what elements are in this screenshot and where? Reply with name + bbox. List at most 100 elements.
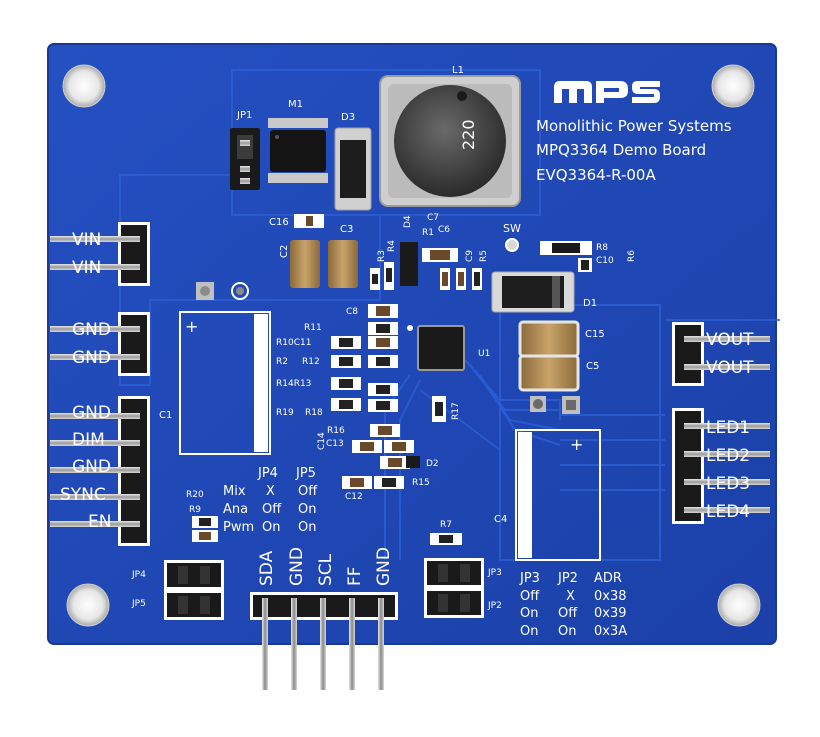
mps-logo	[554, 81, 660, 103]
jp32-row3-jp2: On	[558, 624, 576, 639]
refdes-r6: R6	[627, 250, 637, 262]
diode-d4	[400, 242, 418, 286]
refdes-c2: C2	[279, 245, 290, 258]
refdes-c8: C8	[346, 307, 358, 317]
jp45-header-jp5: JP5	[295, 466, 316, 481]
jp32-row3-adr: 0x3A	[594, 624, 627, 639]
jp32-header-jp3: JP3	[519, 571, 540, 586]
refdes-r18: R18	[305, 408, 323, 418]
plus-sign-c4: +	[570, 435, 583, 454]
refdes-r12: R12	[302, 357, 320, 367]
company-name: Monolithic Power Systems	[536, 117, 732, 135]
refdes-r4: R4	[387, 240, 397, 252]
left-header-control[interactable]	[50, 396, 150, 546]
refdes-c10: C10	[596, 256, 614, 266]
refdes-r7: R7	[440, 520, 452, 530]
bottom-header-labels: SDA GND SCL FF GND	[257, 547, 394, 586]
bottom-pin-header[interactable]	[250, 592, 398, 690]
refdes-c3: C3	[340, 224, 353, 235]
jp32-row1-jp3: Off	[520, 589, 540, 604]
board-title: MPQ3364 Demo Board	[536, 141, 706, 159]
testpoint-sw[interactable]	[505, 238, 519, 252]
label-vin-2: VIN	[72, 258, 101, 278]
jp45-row3-jp4: On	[262, 520, 280, 535]
label-gnd-top-1: GND	[72, 320, 111, 340]
jp32-header-jp2: JP2	[557, 571, 578, 586]
refdes-c15: C15	[585, 329, 605, 340]
refdes-jp1: JP1	[236, 110, 252, 121]
jp45-row2-jp4: Off	[262, 502, 282, 517]
refdes-r9: R9	[189, 505, 201, 515]
jp32-row2-adr: 0x39	[594, 606, 627, 621]
refdes-jp5: JP5	[131, 599, 146, 609]
refdes-r8: R8	[596, 243, 608, 253]
refdes-c13: C13	[326, 439, 344, 449]
refdes-r10c11: R10C11	[276, 338, 311, 348]
inductor-l1-core	[394, 85, 506, 197]
header-label-sda: SDA	[257, 550, 277, 586]
jp45-row1-jp4: X	[266, 484, 275, 499]
cap-c5	[518, 354, 580, 392]
refdes-r2: R2	[276, 357, 288, 367]
inductor-marking: 220	[459, 119, 478, 150]
jp32-header-adr: ADR	[594, 571, 622, 586]
refdes-c4: C4	[494, 514, 507, 525]
jp32-row2-jp3: On	[520, 606, 538, 621]
label-gnd-top-2: GND	[72, 348, 111, 368]
jp45-row3-jp5: On	[298, 520, 316, 535]
cap-c2	[290, 240, 320, 288]
label-led3: LED3	[706, 474, 750, 494]
jp32-row3-jp3: On	[520, 624, 538, 639]
refdes-r14r13: R14R13	[276, 379, 311, 389]
jumper-jp4[interactable]	[164, 560, 224, 590]
refdes-m1: M1	[288, 99, 303, 110]
refdes-l1: L1	[452, 65, 464, 76]
header-label-ff: FF	[345, 566, 365, 586]
diode-d2	[406, 456, 420, 468]
ic-u1	[417, 325, 465, 371]
refdes-c7: C7	[427, 213, 439, 223]
refdes-jp3: JP3	[487, 568, 502, 578]
mounting-hole-br	[717, 583, 761, 627]
right-header-led[interactable]	[672, 408, 770, 524]
refdes-c14: C14	[317, 432, 327, 450]
label-led4: LED4	[706, 502, 750, 522]
label-vin-1: VIN	[72, 230, 101, 250]
board-part-number: EVQ3364-R-00A	[536, 166, 656, 184]
cap-c3	[328, 240, 358, 288]
cap-c15	[518, 320, 580, 358]
refdes-d2: D2	[426, 459, 439, 469]
refdes-c1: C1	[159, 410, 172, 421]
right-header-vout[interactable]	[672, 322, 770, 386]
refdes-c16: C16	[269, 217, 289, 228]
jumper-jp2[interactable]	[424, 588, 484, 618]
left-header-vin[interactable]	[50, 222, 150, 286]
jp32-row1-jp2: X	[566, 589, 575, 604]
refdes-jp4: JP4	[131, 570, 146, 580]
label-led2: LED2	[706, 446, 750, 466]
header-label-gnd-1: GND	[287, 547, 307, 586]
refdes-r17: R17	[451, 402, 461, 420]
left-header-gnd[interactable]	[50, 312, 150, 376]
jp45-row3-mode: Pwm	[223, 520, 254, 535]
jumper-jp3[interactable]	[424, 558, 484, 588]
label-gnd-2: GND	[72, 457, 111, 477]
refdes-r11: R11	[304, 323, 322, 333]
mounting-hole-bl	[66, 583, 110, 627]
refdes-r19: R19	[276, 408, 294, 418]
jp32-row1-adr: 0x38	[594, 589, 627, 604]
jumper-jp5[interactable]	[164, 590, 224, 620]
refdes-u1: U1	[478, 349, 490, 359]
mounting-hole-tl	[62, 64, 106, 108]
refdes-r5: R5	[479, 250, 489, 262]
refdes-c9: C9	[465, 250, 475, 262]
jp45-row2-mode: Ana	[223, 502, 248, 517]
header-label-scl: SCL	[316, 553, 336, 586]
plus-sign-c1: +	[185, 317, 198, 336]
label-dim: DIM	[72, 430, 105, 450]
label-sync: SYNC	[60, 485, 106, 505]
label-en: EN	[88, 512, 111, 532]
label-gnd-1: GND	[72, 403, 111, 423]
refdes-d4: D4	[403, 215, 413, 228]
cap-c4-outline	[515, 429, 601, 561]
